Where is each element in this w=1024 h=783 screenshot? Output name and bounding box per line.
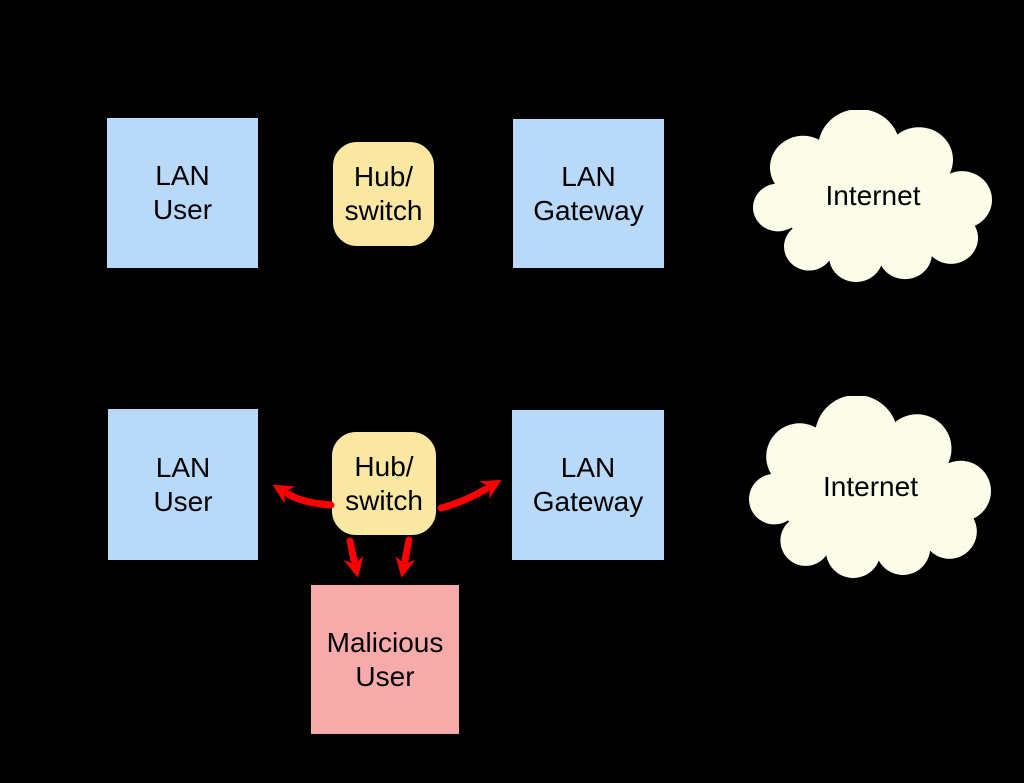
internet-cloud-top: Internet xyxy=(753,110,993,282)
hub-switch-label-bottom: Hub/ switch xyxy=(345,450,423,516)
hub-switch-box-top: Hub/ switch xyxy=(331,140,436,248)
cloud-icon xyxy=(749,396,991,578)
arrow-hub-to-lan-user xyxy=(272,484,335,509)
lan-user-label-bottom: LAN User xyxy=(153,451,213,517)
arrow-hub-to-malicious-user-left xyxy=(343,537,364,578)
lan-user-box-bottom: LAN User xyxy=(106,407,260,562)
internet-label-bottom: Internet xyxy=(823,471,918,502)
malicious-user-label: Malicious User xyxy=(326,626,444,692)
arrow-hub-to-lan-gateway xyxy=(437,479,502,512)
lan-user-box-top: LAN User xyxy=(105,116,260,270)
malicious-user-box: Malicious User xyxy=(308,582,462,737)
hub-switch-label-top: Hub/ switch xyxy=(344,161,423,226)
arrow-hub-to-malicious-user-right xyxy=(395,536,416,578)
lan-user-label-top: LAN User xyxy=(152,160,213,225)
lan-gateway-box-top: LAN Gateway xyxy=(511,117,666,270)
hub-switch-box-bottom: Hub/ switch xyxy=(330,430,438,537)
lan-gateway-label-bottom: LAN Gateway xyxy=(532,452,644,517)
cloud-icon xyxy=(753,110,992,282)
lan-gateway-label-top: LAN Gateway xyxy=(533,160,644,226)
lan-gateway-box-bottom: LAN Gateway xyxy=(510,408,666,562)
internet-label-top: Internet xyxy=(825,180,921,211)
internet-cloud-bottom: Internet xyxy=(749,396,992,578)
